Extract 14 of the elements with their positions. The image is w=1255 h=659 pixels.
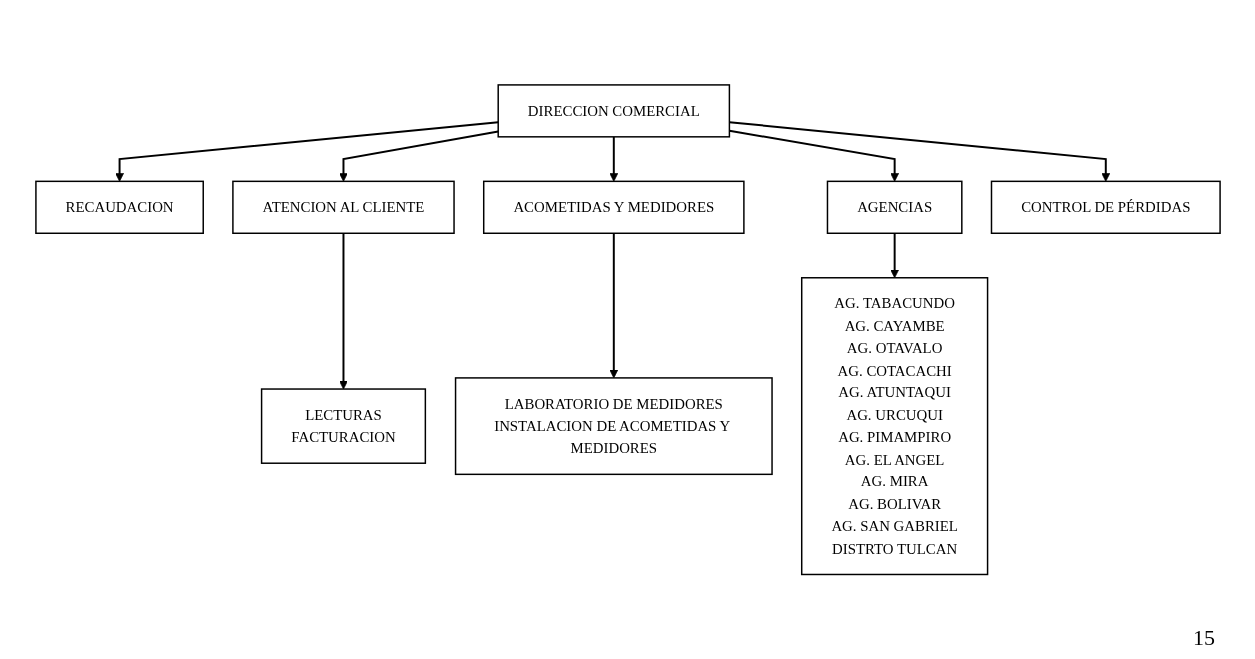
node-box: DIRECCION COMERCIAL	[496, 83, 730, 138]
arrow	[608, 135, 618, 182]
node-box: LECTURAS FACTURACION	[260, 388, 426, 464]
node-box: LABORATORIO DE MEDIDORES INSTALACION DE ACOMETIDAS Y MEDIDORES	[454, 376, 773, 475]
node-box: RECAUDACION	[34, 180, 204, 234]
node-box: CONTROL DE PÉRDIDAS	[990, 180, 1221, 234]
node-box: ATENCION AL CLIENTE	[231, 180, 455, 234]
page-number: 15	[1193, 625, 1215, 650]
node-box: ACOMETIDAS Y MEDIDORES	[482, 180, 745, 234]
node-box: AGENCIAS	[826, 180, 963, 234]
arrow	[338, 232, 348, 390]
arrow	[889, 232, 899, 278]
node-box: AG. TABACUNDO AG. CAYAMBE AG. OTAVALO AG. COTACACHI AG. ATUNTAQUI AG. URCUQUI AG. PIMAMPIRO AG. EL ANGEL AG. MIRA AG. BOLIVAR AG. SAN GABRIEL DISTRTO TULCAN	[800, 276, 988, 575]
arrow	[608, 232, 618, 379]
